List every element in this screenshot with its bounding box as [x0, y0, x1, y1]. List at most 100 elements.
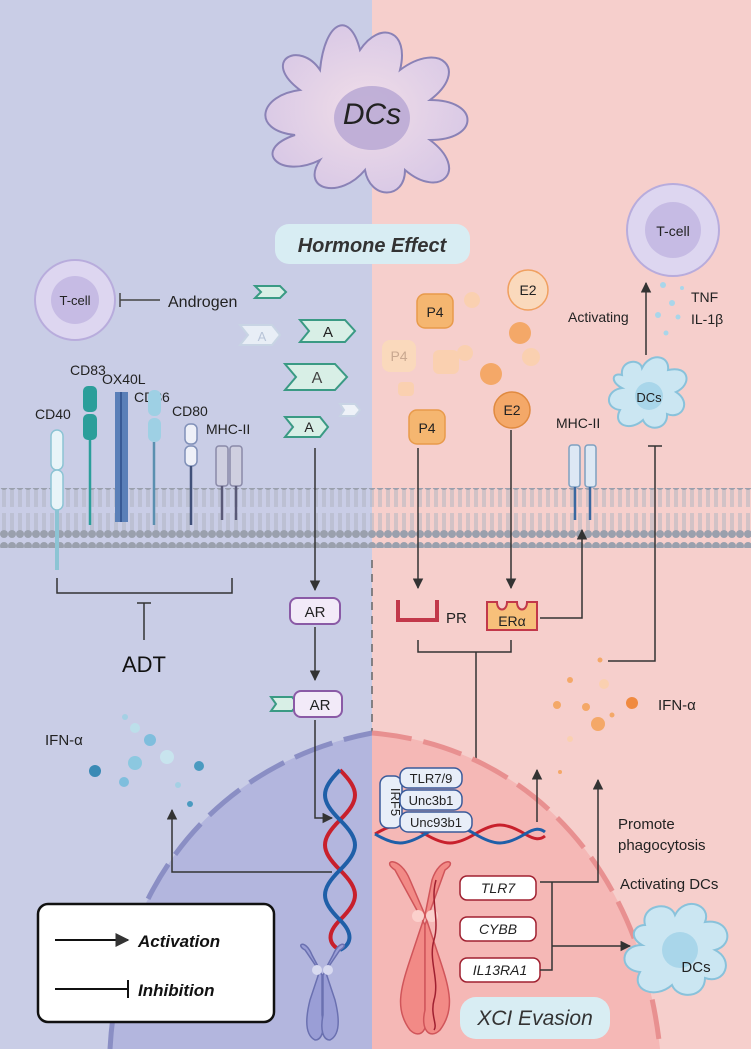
ar-to-dna-arrow [314, 720, 334, 824]
mhc-right-label: MHC-II [556, 415, 600, 431]
dc-bottom-label: DCs [681, 959, 710, 976]
irf5-label: IRF5 [388, 788, 403, 816]
mhc-right-receptor [584, 444, 597, 488]
p4-molecule-faded [382, 340, 416, 372]
p4-molecule [416, 293, 454, 329]
cybb-label: CYBB [479, 921, 517, 937]
pr-label: PR [446, 610, 467, 627]
tcell-left-nucleus [51, 276, 99, 324]
il13ra1-label: IL13RA1 [473, 962, 527, 978]
p4-molecule [408, 409, 446, 445]
cd80-receptor [184, 445, 198, 467]
tlr7-to-ifn-arrow [540, 778, 604, 883]
cytokine-dots [655, 282, 684, 336]
x-chromosome-right [388, 861, 452, 1035]
tnf-label: TNF [691, 289, 718, 305]
androgen-icon [338, 403, 362, 417]
hormone-square [433, 350, 459, 374]
unc3b1-box [399, 789, 463, 811]
a-label: A [323, 324, 333, 341]
era-to-mhc-arrow [540, 528, 588, 619]
androgen-icon [282, 416, 330, 438]
genes-join-line [540, 882, 553, 971]
era-label: ERα [498, 613, 526, 629]
tcell-right-nucleus [645, 202, 701, 258]
era-receptor [486, 601, 538, 631]
dc-small-nucleus [635, 382, 663, 410]
unc93b1-box [399, 811, 473, 833]
cd86-receptor [148, 418, 161, 442]
e2-label: E2 [519, 282, 536, 298]
marker-cd80-label: CD80 [172, 403, 208, 419]
dc-small-label: DCs [636, 390, 662, 405]
unc3b1-label: Unc3b1 [409, 793, 454, 808]
ifn-inhibit-dc-line [608, 446, 656, 662]
mhc-right-receptor [568, 444, 581, 488]
tcell-right-label: T-cell [656, 223, 689, 239]
marker-ox40l-label: OX40L [102, 371, 146, 387]
androgen-icon [237, 324, 282, 346]
tlr7-label: TLR7 [481, 880, 516, 896]
promote-label: Promote [618, 816, 675, 833]
androgen-icon [252, 285, 288, 299]
cd83-receptor [83, 414, 97, 440]
pr-receptor [396, 600, 439, 622]
ifn-left-label: IFN-α [45, 732, 83, 749]
dc-title: DCs [343, 98, 401, 131]
hormone-effect-label: Hormone Effect [298, 235, 448, 257]
hormone-square [398, 382, 414, 396]
tcell-left-label: T-cell [59, 293, 90, 308]
marker-mhc-label: MHC-II [206, 421, 250, 437]
legend-activation-label: Activation [137, 932, 220, 951]
dc-bottom-nucleus [662, 932, 698, 968]
marker-cd83-label: CD83 [70, 362, 106, 378]
e2-label-2: E2 [503, 402, 520, 418]
ifn-right-dots [553, 657, 638, 774]
e2-molecule [507, 269, 549, 311]
ifn-right-label: IFN-α [658, 697, 696, 714]
mhc-left-receptor [215, 445, 229, 487]
cd40-receptor [50, 469, 64, 511]
hormone-effect-badge [275, 224, 470, 264]
adt-bracket [56, 578, 233, 594]
top-dc-cell: DCs [264, 24, 469, 194]
androgen-icon [282, 363, 349, 391]
hormone-dot [464, 292, 480, 308]
a-label-small: A [304, 419, 314, 435]
hormone-dot [522, 348, 540, 366]
p4-label: P4 [418, 420, 435, 436]
phagocytosis-label: phagocytosis [618, 837, 706, 854]
bound-androgen-icon [269, 696, 300, 712]
mhc-left-receptor [229, 445, 243, 487]
hormone-dot [457, 345, 473, 361]
ar-label: AR [305, 604, 326, 621]
activating-label: Activating [568, 309, 629, 325]
a-label-large: A [312, 370, 323, 387]
cd40-receptor [50, 429, 64, 471]
legend-box [36, 902, 276, 1024]
dna-vertical [323, 768, 357, 952]
ar-bound-label: AR [310, 697, 331, 714]
legend-inhibition-label: Inhibition [138, 981, 214, 1000]
cybb-box [459, 916, 537, 942]
hormone-dot [509, 322, 531, 344]
p4-label-faded: P4 [390, 348, 407, 364]
ifn-left-dots [89, 714, 204, 807]
tlr79-box [399, 767, 463, 789]
cd83-receptor [83, 386, 97, 412]
pr-era-bracket [417, 640, 512, 653]
ar-receptor [289, 597, 341, 625]
adt-label: ADT [122, 652, 166, 677]
tlr7-box [459, 875, 537, 901]
androgen-label: Androgen [168, 294, 237, 311]
xci-badge [460, 997, 610, 1039]
p4-label: P4 [426, 304, 443, 320]
dc-nucleus [334, 86, 410, 150]
x-chromosome-left [300, 943, 345, 1041]
tlr79-label: TLR7/9 [410, 771, 453, 786]
xci-label: XCI Evasion [476, 1007, 593, 1030]
il1b-label: IL-1β [691, 311, 723, 327]
androgen-molecules: A A A A [237, 285, 362, 438]
